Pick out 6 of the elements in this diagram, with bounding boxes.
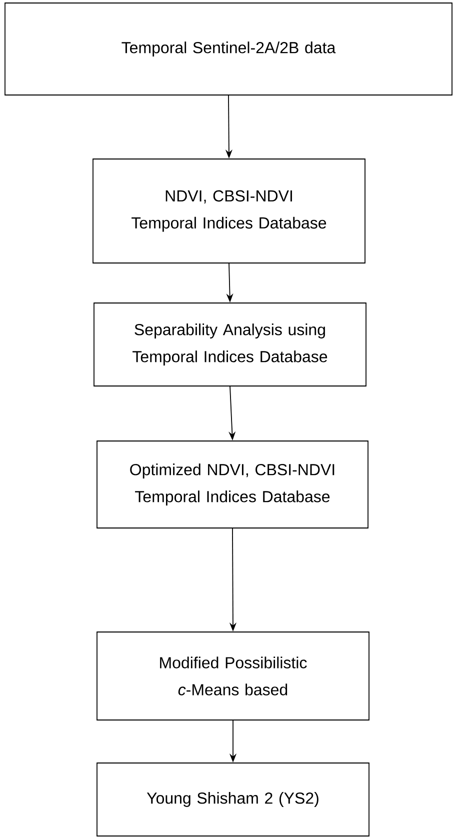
process-box: Optimized NDVI, CBSI-NDVI Temporal Indices Database <box>96 440 368 528</box>
process-box: NDVI, CBSI-NDVI Temporal Indices Database <box>92 158 366 264</box>
process-box: Temporal Sentinel-2A/2B data <box>4 2 452 96</box>
process-box: Young Shisham 2 (YS2) <box>96 762 370 836</box>
process-box: Modified Possibilistic c-Means based <box>96 632 370 720</box>
process-box: Separability Analysis using Temporal Indices Database <box>94 302 366 386</box>
